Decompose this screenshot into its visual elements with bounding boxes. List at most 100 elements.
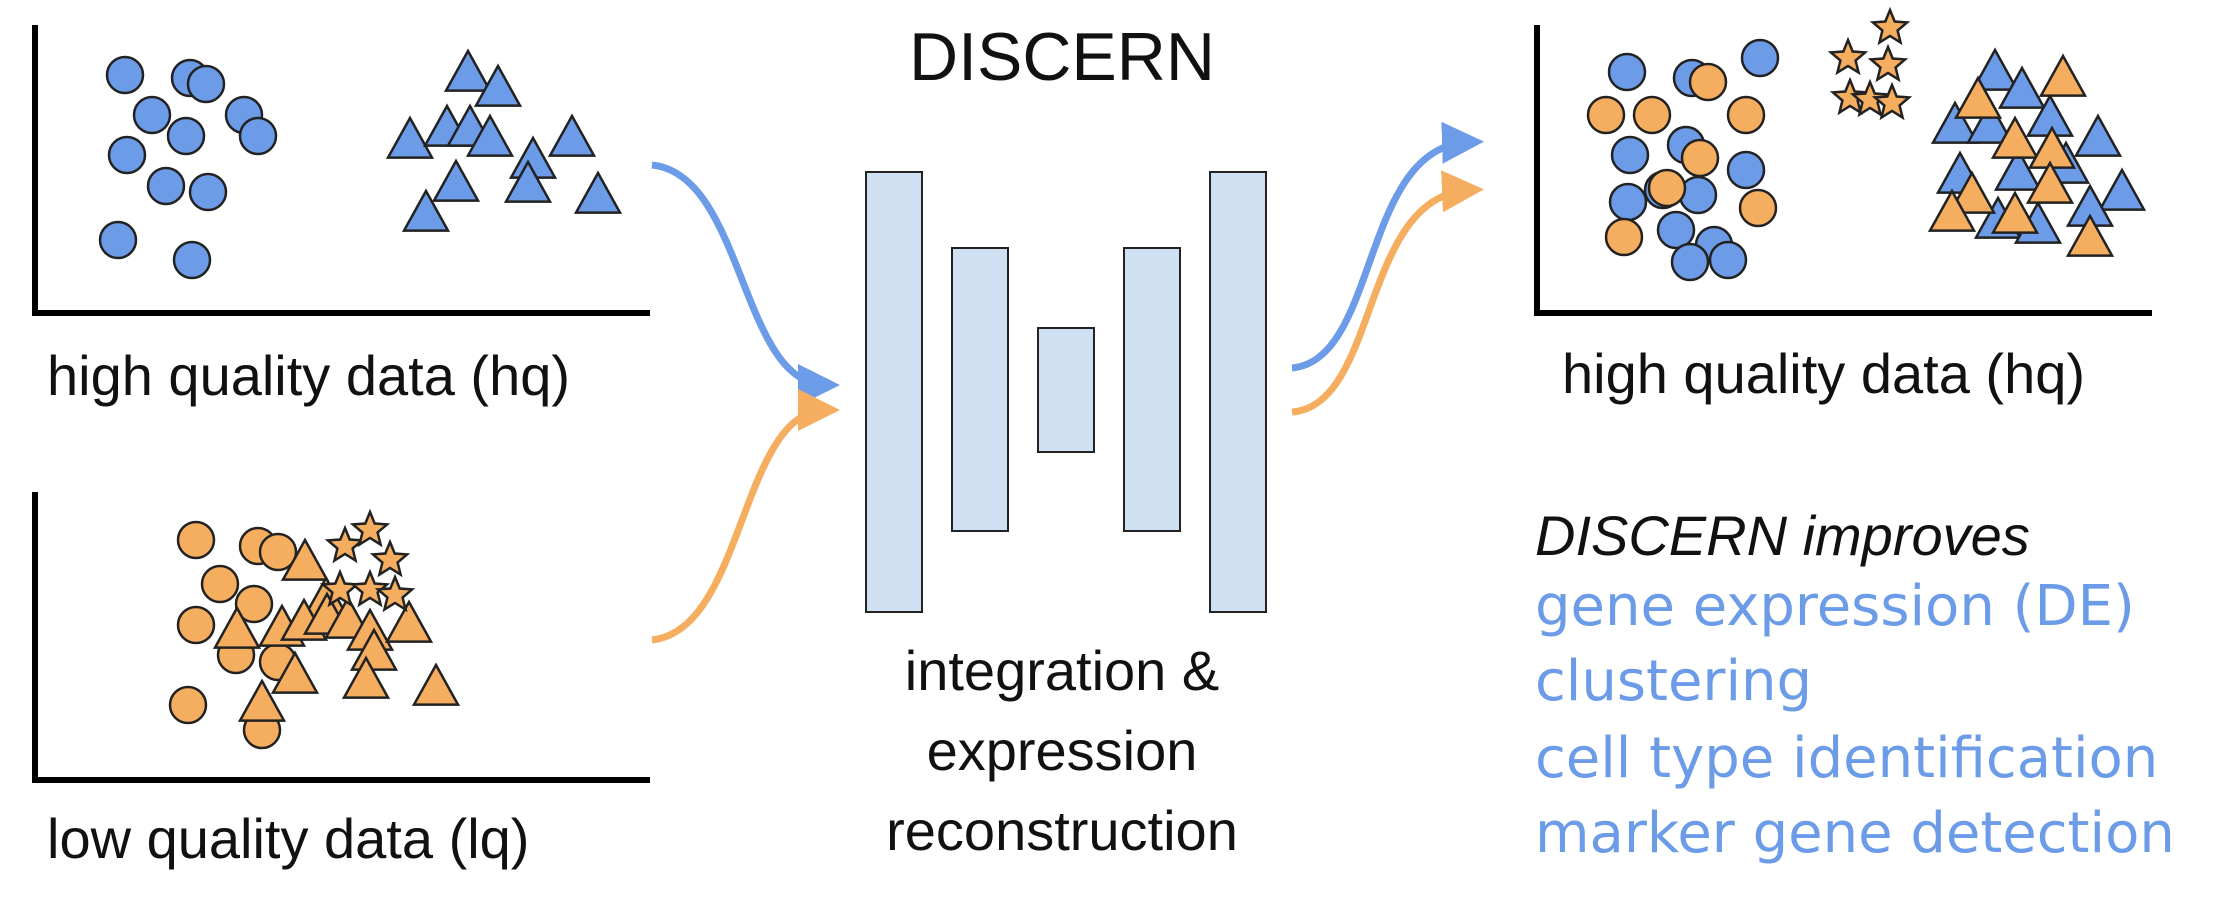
circle-marker [1610, 135, 1650, 175]
triangle-marker [1990, 190, 2040, 234]
lq-output-arrow [1291, 170, 1484, 416]
circle-marker [1680, 138, 1720, 178]
circle-marker [146, 166, 186, 206]
circle-marker [238, 116, 278, 156]
model-caption-line3: reconstruction [886, 799, 1238, 862]
hq-input-arrow [651, 161, 840, 406]
circle-marker [132, 95, 172, 135]
star-marker [1867, 43, 1909, 83]
triangle-marker [473, 63, 523, 107]
star-marker [1829, 76, 1871, 116]
circle-marker [166, 116, 206, 156]
improves-item-clustering: clustering [1535, 649, 1812, 714]
circle-marker [1607, 52, 1647, 92]
hq-output-label: high quality data (hq) [1562, 342, 2085, 405]
circle-marker [1726, 150, 1766, 190]
hq-output-scatter [1586, 6, 2147, 282]
triangle-marker [443, 48, 493, 92]
hq-input-axes [32, 25, 650, 316]
triangle-marker [547, 113, 597, 157]
improves-item-cell-type: cell type identification [1535, 726, 2158, 791]
decoder-layer-2 [1209, 171, 1267, 613]
star-marker [1849, 78, 1891, 118]
triangle-marker [503, 159, 553, 203]
circle-marker [1647, 168, 1687, 208]
triangle-marker [2097, 167, 2147, 211]
circle-marker [1740, 38, 1780, 78]
circle-marker [1656, 210, 1696, 250]
star-marker [324, 524, 366, 564]
model-caption-line2: expression [927, 719, 1198, 782]
improves-list: DISCERN improves gene expression (DE) cl… [1535, 504, 2175, 866]
star-marker [369, 538, 411, 578]
triangle-marker [1997, 65, 2047, 109]
star-marker [349, 508, 391, 548]
circle-marker [1586, 95, 1626, 135]
encoder-layer-2 [951, 247, 1009, 532]
star-marker [1871, 81, 1913, 121]
triangle-marker [237, 678, 287, 722]
hq-output-axes [1534, 25, 2152, 316]
triangle-marker [385, 115, 435, 159]
circle-marker [1708, 240, 1748, 280]
circle-marker [234, 584, 274, 624]
triangle-marker [2038, 53, 2088, 97]
circle-marker [188, 172, 228, 212]
star-marker [349, 568, 391, 608]
triangle-marker [270, 650, 320, 694]
improves-heading: DISCERN improves [1535, 504, 2030, 567]
triangle-marker [431, 158, 481, 202]
circle-marker [1738, 188, 1778, 228]
encoder-layer-1 [865, 171, 923, 613]
diagram-title: DISCERN [909, 19, 1215, 95]
lq-input-arrow [651, 389, 840, 644]
circle-marker [258, 532, 298, 572]
triangle-marker [401, 188, 451, 232]
triangle-marker [411, 662, 461, 706]
hq-input-panel: high quality data (hq) [32, 25, 650, 407]
triangle-marker [341, 655, 391, 699]
model-caption-line1: integration & [905, 639, 1219, 702]
triangle-marker [465, 113, 515, 157]
circle-marker [176, 605, 216, 645]
improves-item-gene-expression: gene expression (DE) [1535, 574, 2135, 639]
hq-output-panel: high quality data (hq) [1534, 6, 2152, 405]
latent-layer [1037, 327, 1095, 453]
triangle-marker [1930, 100, 1980, 144]
triangle-marker [1927, 188, 1977, 232]
triangle-marker [1947, 170, 1997, 214]
hq-output-arrow [1291, 121, 1484, 372]
circle-marker [200, 564, 240, 604]
circle-marker [172, 240, 212, 280]
star-marker [1827, 36, 1869, 76]
circle-marker [186, 64, 226, 104]
triangle-marker [384, 599, 434, 643]
triangle-marker [2025, 160, 2075, 204]
hq-input-label: high quality data (hq) [47, 344, 570, 407]
improves-item-marker-gene: marker gene detection [1535, 801, 2175, 866]
lq-input-label: low quality data (lq) [47, 807, 529, 870]
circle-marker [105, 55, 145, 95]
circle-marker [107, 135, 147, 175]
triangle-marker [212, 605, 262, 649]
triangle-marker [2065, 213, 2115, 257]
lq-input-scatter [168, 508, 461, 750]
triangle-marker [1970, 47, 2020, 91]
triangle-marker [349, 627, 399, 671]
triangle-marker [2073, 113, 2123, 157]
triangle-marker [280, 537, 330, 581]
triangle-marker [1953, 75, 2003, 119]
triangle-marker [1993, 147, 2043, 191]
circle-marker [176, 520, 216, 560]
circle-marker [1688, 62, 1728, 102]
triangle-marker [1965, 100, 2015, 144]
autoencoder [865, 171, 1267, 613]
circle-marker [1670, 242, 1710, 282]
decoder-layer-1 [1123, 247, 1181, 532]
hq-input-scatter [98, 48, 623, 280]
lq-input-panel: low quality data (lq) [32, 492, 650, 870]
triangle-marker [1990, 115, 2040, 159]
circle-marker [1632, 95, 1672, 135]
circle-marker [168, 685, 208, 725]
